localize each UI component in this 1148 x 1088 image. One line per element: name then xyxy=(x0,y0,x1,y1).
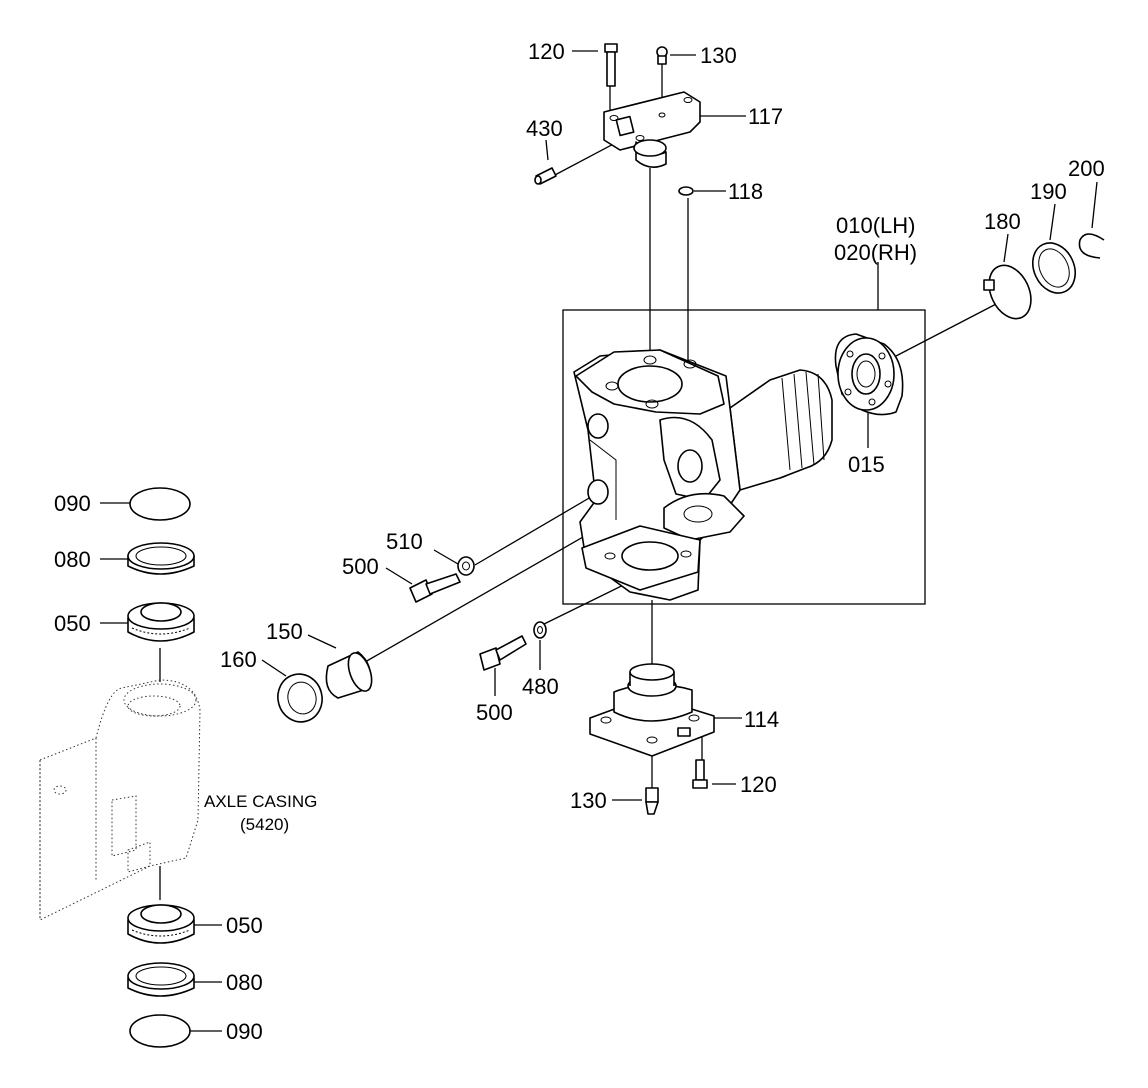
o-ring-090-bottom xyxy=(129,1014,191,1048)
label-015: 015 xyxy=(848,452,885,477)
label-020-rh: 020(RH) xyxy=(834,240,917,265)
label-160: 160 xyxy=(220,647,257,672)
seal-080-bottom xyxy=(127,962,195,997)
label-500-lower: 500 xyxy=(476,700,513,725)
upper-grease-nipple-130 xyxy=(656,46,668,65)
circlip-200 xyxy=(1078,233,1105,259)
axle-casing-outline xyxy=(39,679,201,921)
label-150: 150 xyxy=(266,619,303,644)
label-130-top: 130 xyxy=(700,43,737,68)
label-axle-casing-ref: (5420) xyxy=(240,815,289,834)
label-080-bottom: 080 xyxy=(226,970,263,995)
o-ring-090-top xyxy=(129,487,191,521)
label-080-top: 080 xyxy=(54,547,91,572)
upper-cap-117 xyxy=(603,91,701,168)
assembly-frame xyxy=(562,309,926,605)
seal-080-top xyxy=(127,542,195,575)
bearing-050-bottom xyxy=(127,904,195,944)
bolt-500-upper xyxy=(409,573,461,603)
label-117: 117 xyxy=(748,104,783,129)
label-118: 118 xyxy=(728,179,763,204)
label-180: 180 xyxy=(984,209,1021,234)
bushing-150 xyxy=(325,651,373,699)
bolt-500-lower xyxy=(479,635,527,671)
label-010-lh: 010(LH) xyxy=(836,213,915,238)
label-480: 480 xyxy=(522,674,559,699)
label-500-upper: 500 xyxy=(342,554,379,579)
label-430: 430 xyxy=(526,116,563,141)
upper-bolt-120 xyxy=(604,43,618,87)
label-axle-casing: AXLE CASING xyxy=(204,792,317,811)
o-ring-118 xyxy=(678,186,694,196)
knuckle-housing-010-020 xyxy=(573,349,833,601)
label-050-bottom: 050 xyxy=(226,913,263,938)
thrust-washer-180 xyxy=(983,264,1032,320)
label-120-bottom: 120 xyxy=(740,772,777,797)
washer-480 xyxy=(533,621,547,639)
label-090-top: 090 xyxy=(54,491,91,516)
lower-bolt-120 xyxy=(692,759,708,789)
seal-190 xyxy=(1032,242,1076,294)
bearing-050-top xyxy=(127,602,195,642)
lower-grease-nipple-130 xyxy=(645,787,659,815)
label-510: 510 xyxy=(386,529,423,554)
lower-cap-114 xyxy=(589,663,715,757)
part-labels: 120 130 117 430 118 010(LH) 020(RH) 180 … xyxy=(54,39,1105,1044)
label-120-top: 120 xyxy=(528,39,565,64)
label-114: 114 xyxy=(744,707,779,732)
nut-510 xyxy=(457,556,475,576)
pin-430 xyxy=(534,167,557,185)
label-130-bottom: 130 xyxy=(570,788,607,813)
label-190: 190 xyxy=(1030,179,1067,204)
label-090-bottom: 090 xyxy=(226,1019,263,1044)
label-050-top: 050 xyxy=(54,611,91,636)
label-200: 200 xyxy=(1068,156,1105,181)
seal-160 xyxy=(277,673,323,723)
hub-015 xyxy=(834,333,904,416)
